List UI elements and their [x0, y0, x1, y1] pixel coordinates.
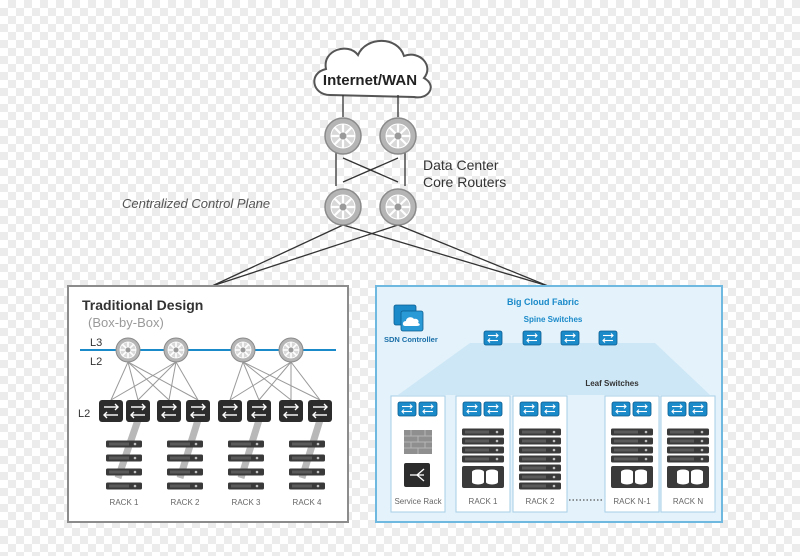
control-plane-label: Centralized Control Plane — [122, 196, 270, 211]
spine-switches-label: Spine Switches — [524, 315, 583, 324]
l2-switch-4 — [185, 399, 211, 423]
trad-rack-3-label: RACK 3 — [232, 498, 261, 507]
bcf-rack-2-servers — [519, 428, 561, 490]
l2-switch-2 — [125, 399, 151, 423]
sdn-controller-label: SDN Controller — [384, 335, 438, 344]
bcf-rack-1-servers — [462, 428, 504, 488]
bcf-rack-n-1-servers — [611, 428, 653, 488]
l3-label: L3 — [90, 337, 102, 349]
sdn-controller-icon — [393, 304, 424, 332]
traditional-subtitle: (Box-by-Box) — [88, 315, 164, 330]
service-rack-label: Service Rack — [394, 497, 442, 506]
leaf-switches-label: Leaf Switches — [585, 379, 639, 388]
agg-router-1 — [115, 337, 141, 363]
bcf-rack-n-servers — [667, 428, 709, 488]
agg-router-2 — [163, 337, 189, 363]
internet-wan-label: Internet/WAN — [323, 72, 417, 89]
core-routers-label-2: Core Routers — [423, 174, 506, 190]
trad-rack-1-label: RACK 1 — [110, 498, 139, 507]
traditional-title: Traditional Design — [82, 297, 203, 313]
fabric-area — [398, 343, 710, 395]
spine-switch-2 — [522, 330, 542, 346]
spine-switch-3 — [560, 330, 580, 346]
l2-mesh-links — [110, 361, 321, 401]
firewall-icon — [404, 430, 432, 454]
bcf-rack-2-label: RACK 2 — [526, 497, 555, 506]
core-router-bl — [323, 187, 363, 227]
l2-switch-label: L2 — [78, 408, 90, 420]
core-router-tl — [323, 116, 363, 156]
big-cloud-fabric-panel: Big Cloud Fabric Spine Switches SDN Cont… — [375, 285, 723, 523]
l2-label: L2 — [90, 356, 102, 368]
agg-router-3 — [230, 337, 256, 363]
l2-switch-3 — [156, 399, 182, 423]
wan-links — [211, 95, 549, 287]
l2-switch-6 — [246, 399, 272, 423]
spine-switch-4 — [598, 330, 618, 346]
core-router-tr — [378, 116, 418, 156]
trad-rack-2-label: RACK 2 — [171, 498, 200, 507]
l2-switch-7 — [278, 399, 304, 423]
bcf-rack-1-label: RACK 1 — [469, 497, 498, 506]
trad-rack-4-label: RACK 4 — [293, 498, 322, 507]
agg-router-4 — [278, 337, 304, 363]
rack-cables — [114, 418, 324, 480]
internet-cloud: Internet/WAN — [313, 40, 432, 99]
l2-switch-1 — [98, 399, 124, 423]
l2-switch-8 — [307, 399, 333, 423]
load-balancer-icon — [404, 463, 430, 487]
spine-switch-1 — [483, 330, 503, 346]
traditional-design-panel: Traditional Design (Box-by-Box) L3 L2 L2 — [67, 285, 349, 523]
bcf-rack-n-1-label: RACK N-1 — [613, 497, 651, 506]
l2-switch-5 — [217, 399, 243, 423]
core-router-br — [378, 187, 418, 227]
bcf-title: Big Cloud Fabric — [507, 297, 579, 307]
bcf-rack-n-label: RACK N — [673, 497, 703, 506]
core-routers-label-1: Data Center — [423, 157, 499, 173]
